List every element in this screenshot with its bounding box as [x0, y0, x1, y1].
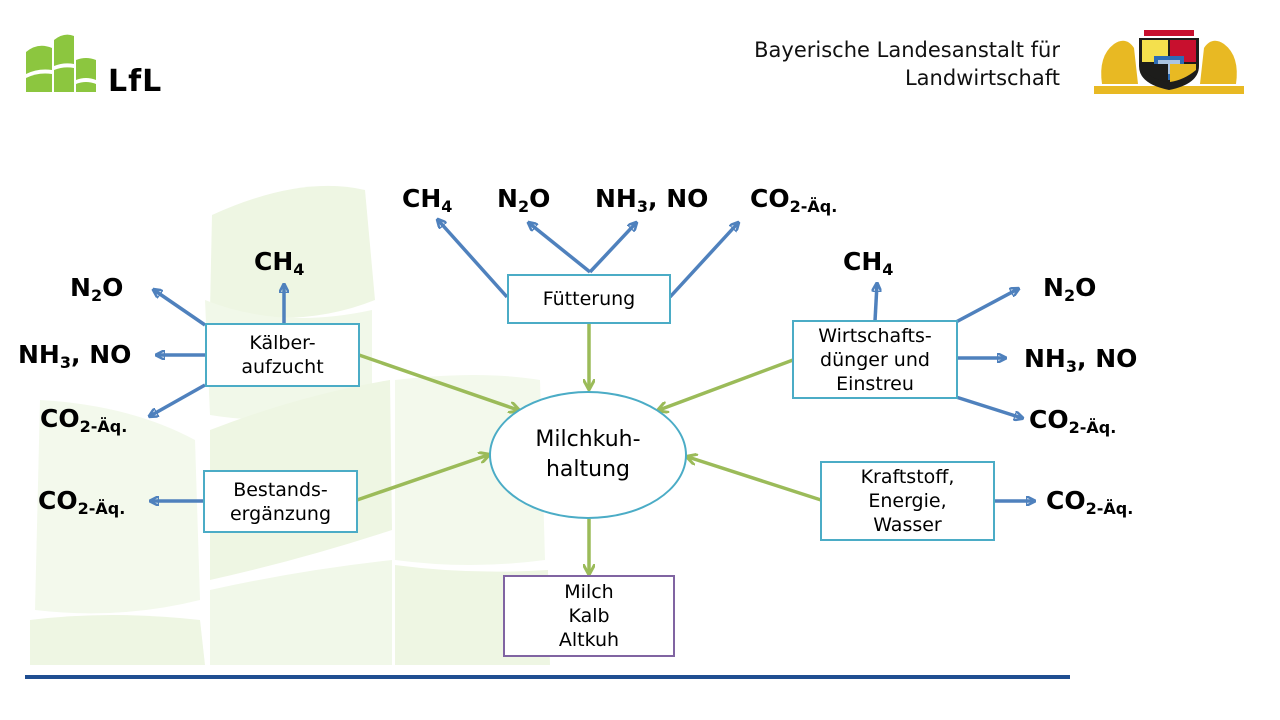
- box-label: Kälber-: [249, 332, 316, 354]
- box-label: Milch: [564, 581, 614, 603]
- emission-arrow: [529, 223, 592, 274]
- box-label: aufzucht: [241, 356, 324, 378]
- box-fuetterung: Fütterung: [507, 274, 671, 324]
- flow-arrow: [356, 455, 488, 502]
- center-label: haltung: [545, 457, 630, 482]
- center-label: Milchkuh-: [535, 427, 641, 452]
- emission-arrow: [875, 284, 877, 322]
- emission-label-ch4: CH4: [254, 247, 305, 279]
- box-wirtschaftsduenger: Wirtschafts- dünger und Einstreu: [792, 320, 958, 399]
- center-milchkuhhaltung: Milchkuh- haltung: [489, 391, 687, 519]
- box-kaelberaufzucht: Kälber- aufzucht: [205, 323, 360, 387]
- emission-label-n2o: N2O: [70, 273, 124, 305]
- box-label: Energie,: [868, 490, 947, 512]
- lfl-leaf-logo-icon: [26, 34, 96, 92]
- flow-arrow: [358, 353, 518, 410]
- box-label: Wasser: [873, 514, 942, 536]
- footer-divider-line: [25, 675, 1070, 679]
- emission-arrow: [150, 383, 206, 416]
- box-kraftstoff: Kraftstoff, Energie, Wasser: [820, 461, 995, 541]
- box-label: Fütterung: [542, 288, 636, 310]
- emission-arrow: [955, 289, 1018, 324]
- flow-arrows: [356, 323, 822, 573]
- emission-label-co2: CO2-Äq.: [750, 184, 838, 216]
- organization-name: Bayerische Landesanstalt für Landwirtsch…: [754, 36, 1060, 92]
- emission-arrows: [150, 220, 1034, 501]
- emission-label-co2: CO2-Äq.: [1046, 486, 1134, 518]
- emission-arrow: [955, 395, 1022, 418]
- box-label: Kraftstoff,: [860, 466, 955, 488]
- emission-arrow: [438, 220, 509, 299]
- org-line-1: Bayerische Landesanstalt für: [754, 38, 1060, 62]
- box-output: Milch Kalb Altkuh: [503, 575, 675, 657]
- box-label: Bestands-: [233, 478, 328, 501]
- emission-arrow: [588, 223, 636, 274]
- emission-label-n2o: N2O: [1043, 273, 1097, 305]
- emission-label-ch4: CH4: [843, 247, 894, 279]
- box-label: Altkuh: [558, 629, 620, 651]
- emission-arrow: [154, 290, 206, 327]
- logo-text: LfL: [108, 64, 163, 99]
- flow-arrow: [688, 457, 822, 502]
- flow-arrow: [659, 358, 794, 410]
- box-label: Wirtschafts-: [818, 324, 932, 347]
- box-label: Einstreu: [836, 372, 914, 395]
- emission-label-nh3-no: NH3, NO: [18, 340, 132, 372]
- emission-label-n2o: N2O: [497, 184, 551, 216]
- emission-arrow: [668, 223, 738, 299]
- emission-label-co2: CO2-Äq.: [1029, 405, 1117, 437]
- bavarian-coat-of-arms-icon: [1094, 30, 1244, 94]
- emission-label-co2: CO2-Äq.: [38, 486, 126, 518]
- emission-label-nh3-no: NH3, NO: [595, 184, 709, 216]
- emission-label-co2: CO2-Äq.: [40, 404, 128, 436]
- emission-label-ch4: CH4: [402, 184, 453, 216]
- box-bestandsergaenzung: Bestands- ergänzung: [203, 470, 358, 533]
- box-label: ergänzung: [229, 502, 332, 525]
- box-label: dünger und: [820, 348, 930, 371]
- emission-label-nh3-no: NH3, NO: [1024, 344, 1138, 376]
- box-label: Kalb: [568, 605, 610, 627]
- org-line-2: Landwirtschaft: [904, 66, 1060, 90]
